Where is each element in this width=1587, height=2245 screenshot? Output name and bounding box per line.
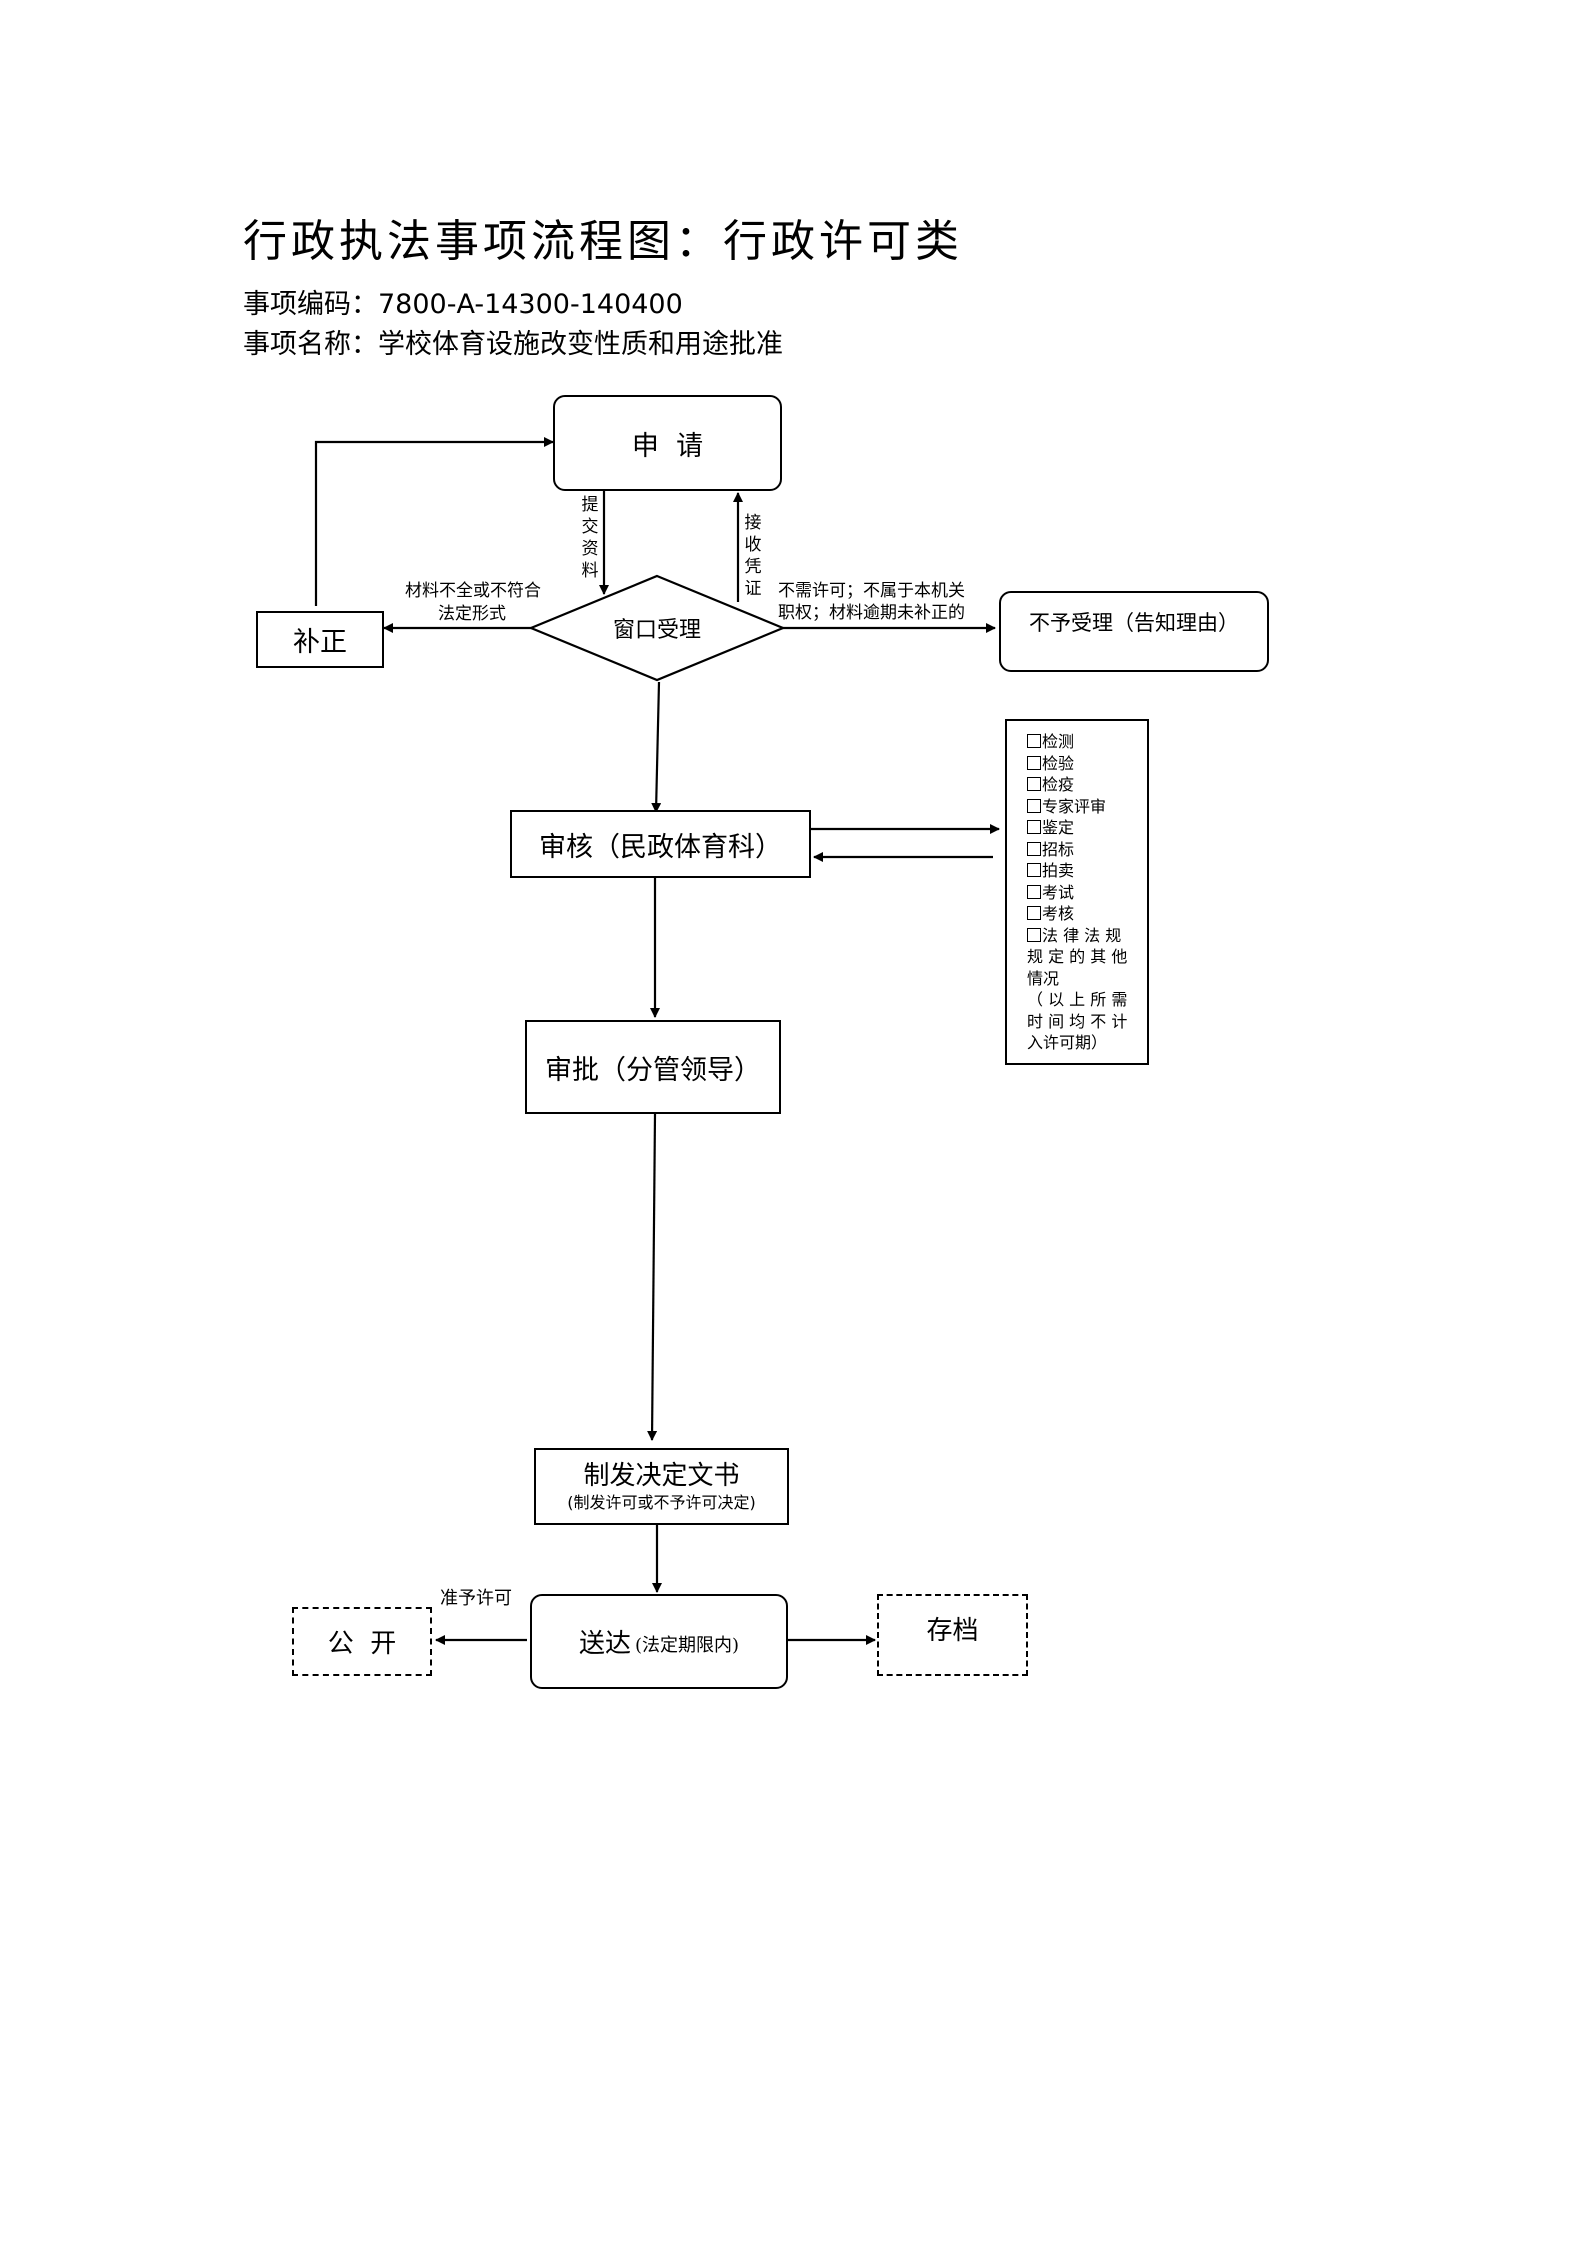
review-node: 审核（民政体育科） xyxy=(510,810,811,878)
reject-reason-1: 不需许可；不属于本机关 xyxy=(778,581,965,601)
checkbox-icon xyxy=(1027,777,1041,791)
special-procedures-box: 检测 检验 检疫 专家评审 鉴定 招标 拍卖 考试 考核 法 律 法 规 规 定… xyxy=(1005,719,1149,1065)
checklist-note: 时 间 均 不 计 xyxy=(1027,1011,1128,1031)
page-title: 行政执法事项流程图：行政许可类 xyxy=(243,216,963,267)
apply-node: 申 请 xyxy=(553,395,782,491)
item-name: 事项名称：学校体育设施改变性质和用途批准 xyxy=(243,329,783,360)
archive-node: 存档 xyxy=(877,1594,1028,1676)
decision-label: 制发决定文书 xyxy=(583,1461,740,1492)
checklist-item: 专家评审 xyxy=(1027,796,1135,818)
checklist-text: 情况 xyxy=(1027,968,1060,988)
reject-reason-2: 职权；材料逾期未补正的 xyxy=(778,603,965,623)
checklist-item: 招标 xyxy=(1027,839,1135,861)
archive-label: 存档 xyxy=(926,1616,979,1646)
checklist-item: 鉴定 xyxy=(1027,817,1135,839)
to-review-arrow xyxy=(651,681,662,813)
correct-to-apply-arrow xyxy=(314,437,554,606)
checkbox-icon xyxy=(1027,820,1041,834)
apply-label: 申 请 xyxy=(631,430,704,462)
item-code: 事项编码：7800-A-14300-140400 xyxy=(243,289,683,320)
grant-label: 准予许可 xyxy=(440,1588,512,1609)
checkbox-icon xyxy=(1027,734,1041,748)
publish-node: 公 开 xyxy=(292,1607,432,1676)
submit-label: 提交资料 xyxy=(581,495,599,581)
correct-label: 补正 xyxy=(293,627,347,658)
checkbox-icon xyxy=(1027,841,1041,856)
checkbox-icon xyxy=(1027,798,1041,813)
checklist-item: 考试 xyxy=(1027,882,1135,904)
receipt-label: 接收凭证 xyxy=(744,513,762,599)
checkbox-icon xyxy=(1027,927,1041,942)
reject-node: 不予受理（告知理由） xyxy=(999,591,1269,672)
checkbox-icon xyxy=(1027,755,1041,770)
checklist-text: 规 定 的 其 他 xyxy=(1027,947,1128,966)
checklist-item: 法 律 法 规 xyxy=(1027,925,1135,947)
reject-label: 不予受理（告知理由） xyxy=(1029,611,1239,635)
correct-node: 补正 xyxy=(256,611,384,668)
to-decision-arrow xyxy=(647,1113,658,1441)
checklist-item: 检测 xyxy=(1027,731,1135,753)
deliver-label: 送达 xyxy=(578,1629,631,1659)
window-label: 窗口受理 xyxy=(612,618,701,643)
window-diamond xyxy=(528,574,786,682)
incomplete-label-2: 法定形式 xyxy=(438,604,506,624)
checklist-item: 检验 xyxy=(1027,753,1135,775)
approve-label: 审批（分管领导） xyxy=(545,1054,761,1086)
review-label: 审核（民政体育科） xyxy=(539,831,782,863)
checkbox-icon xyxy=(1027,863,1041,877)
decision-node: 制发决定文书 (制发许可或不予许可决定) xyxy=(534,1448,789,1525)
checklist-item: 检疫 xyxy=(1027,774,1135,796)
deliver-sublabel: (法定期限内) xyxy=(634,1634,740,1656)
decision-sublabel: (制发许可或不予许可决定) xyxy=(567,1492,756,1512)
checkbox-icon xyxy=(1027,906,1041,920)
incomplete-label-1: 材料不全或不符合 xyxy=(405,581,541,601)
checklist-item: 考核 xyxy=(1027,903,1135,925)
publish-label: 公 开 xyxy=(327,1629,397,1659)
deliver-node: 送达 (法定期限内) xyxy=(530,1594,788,1689)
approve-node: 审批（分管领导） xyxy=(525,1020,781,1114)
checkbox-icon xyxy=(1027,884,1041,899)
checklist-note: 入许可期） xyxy=(1027,1033,1108,1052)
checklist-note: （ 以 上 所 需 xyxy=(1027,990,1128,1009)
checklist-item: 拍卖 xyxy=(1027,860,1135,882)
